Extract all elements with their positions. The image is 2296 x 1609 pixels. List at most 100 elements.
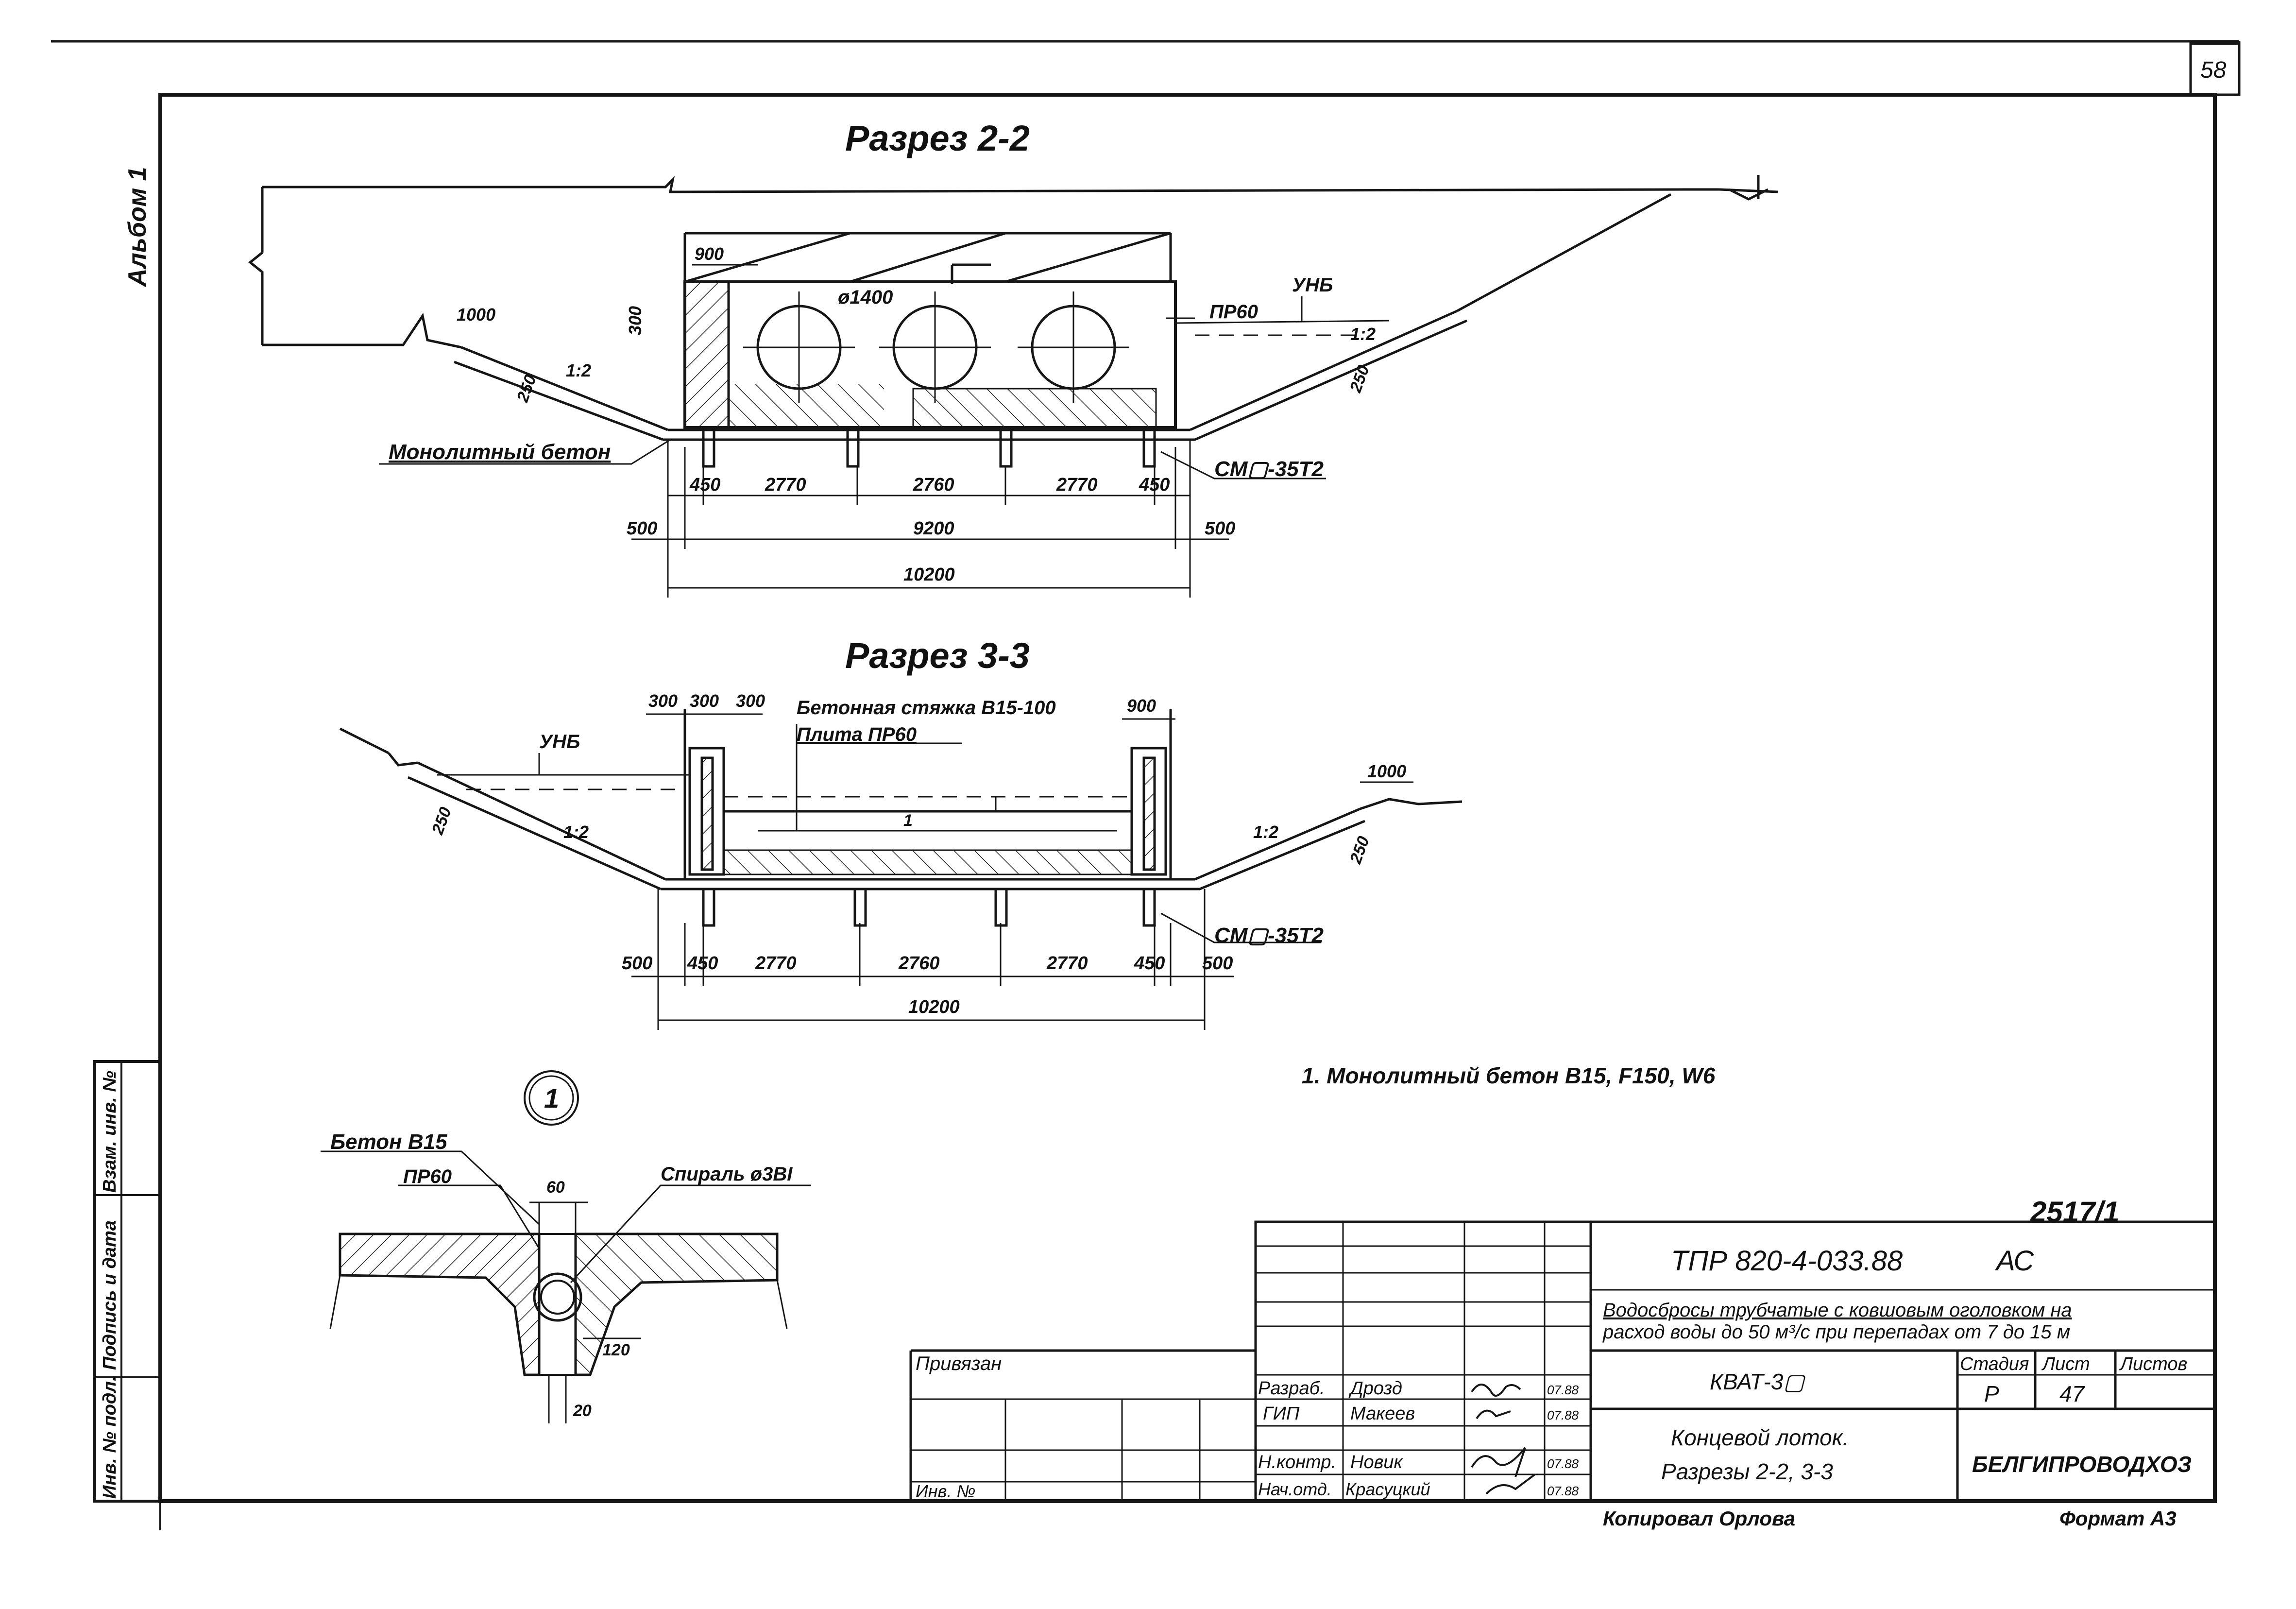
dim-2-2-c: 2760 xyxy=(913,475,954,495)
album-label: Альбом 1 xyxy=(123,167,152,288)
svg-text:250: 250 xyxy=(1346,834,1373,866)
svg-text:1:2: 1:2 xyxy=(566,360,591,380)
svg-text:250: 250 xyxy=(428,804,455,837)
svg-text:20: 20 xyxy=(573,1402,592,1420)
svg-text:500: 500 xyxy=(622,953,652,974)
svg-text:500: 500 xyxy=(1202,953,1233,974)
anchor-label-2-2: СМ▢-35Т2 xyxy=(1214,457,1324,481)
svg-text:ПР60: ПР60 xyxy=(403,1166,452,1187)
paper-format: Формат А3 xyxy=(2059,1507,2177,1530)
dim-2-2-d: 2770 xyxy=(1056,475,1098,495)
inventory-label: Инв. № xyxy=(916,1481,975,1501)
title-block-text: ТПР 820-4-033.88 АС Водосбросы трубчатые… xyxy=(916,1245,2192,1501)
svg-text:1:2: 1:2 xyxy=(563,822,589,842)
screed-label: Бетонная стяжка В15-100 xyxy=(797,697,1056,719)
svg-text:1:2: 1:2 xyxy=(1350,324,1376,344)
svg-text:Бетон В15: Бетон В15 xyxy=(330,1130,447,1154)
svg-text:1000: 1000 xyxy=(457,305,495,325)
dim-2-2-e: 450 xyxy=(1139,475,1170,495)
svg-text:300: 300 xyxy=(648,691,678,711)
svg-text:07.88: 07.88 xyxy=(1547,1383,1579,1397)
detail-1 xyxy=(321,1070,811,1423)
dim-2-2-b: 2770 xyxy=(765,475,806,495)
svg-text:ПР60: ПР60 xyxy=(1209,301,1258,323)
project-code: ТПР 820-4-033.88 xyxy=(1671,1245,1903,1277)
anchor-label-3-3: СМ▢-35Т2 xyxy=(1214,924,1324,947)
svg-text:УНБ: УНБ xyxy=(539,731,580,753)
page-number: 58 xyxy=(2200,57,2227,83)
svg-text:Красуцкий: Красуцкий xyxy=(1345,1479,1430,1499)
section-3-3-profile xyxy=(339,709,1463,1030)
svg-text:300: 300 xyxy=(625,306,645,335)
dim-3-3-total: 10200 xyxy=(908,997,960,1017)
section-2-2-profile xyxy=(248,175,1778,598)
description-line-2: расход воды до 50 м³/с при перепадах от … xyxy=(1602,1321,2070,1343)
description-line-1: Водосбросы трубчатые с ковшовым оголовко… xyxy=(1603,1300,2072,1321)
svg-text:2770: 2770 xyxy=(755,953,797,974)
stamp-field-1: Взам. инв. № xyxy=(100,1071,120,1193)
svg-text:ø1400: ø1400 xyxy=(838,287,893,308)
dim-2-2-g: 9200 xyxy=(913,518,954,539)
svg-text:07.88: 07.88 xyxy=(1547,1456,1579,1471)
svg-text:2760: 2760 xyxy=(898,953,940,974)
svg-text:Макеев: Макеев xyxy=(1350,1404,1415,1424)
copied-by: Копировал Орлова xyxy=(1603,1507,1795,1530)
section-3-3-labels: 300 300 300 Бетонная стяжка В15-100 Плит… xyxy=(428,691,1406,1017)
sheet-header: Лист xyxy=(2041,1354,2090,1374)
svg-text:Спираль ø3ВI: Спираль ø3ВI xyxy=(661,1164,793,1185)
svg-text:1: 1 xyxy=(903,811,913,830)
stage-header: Стадия xyxy=(1960,1354,2029,1374)
concrete-note: 1. Монолитный бетон В15, F150, W6 xyxy=(1302,1063,1716,1088)
svg-text:УНБ: УНБ xyxy=(1292,274,1333,296)
signatures xyxy=(1471,1384,1536,1495)
section-3-3-title: Разрез 3-3 xyxy=(845,635,1030,676)
svg-text:07.88: 07.88 xyxy=(1547,1408,1579,1422)
dim-2-2-a: 450 xyxy=(689,475,720,495)
tied-label: Привязан xyxy=(916,1353,1002,1374)
svg-text:120: 120 xyxy=(602,1341,630,1359)
svg-text:Новик: Новик xyxy=(1350,1452,1404,1472)
svg-text:Нач.отд.: Нач.отд. xyxy=(1258,1479,1332,1499)
section-2-2-labels: 900 300 ø1400 ПР60 УНБ 1000 1:2 1:2 250 … xyxy=(389,244,1376,585)
svg-text:450: 450 xyxy=(1134,953,1165,974)
section-2-2-title: Разрез 2-2 xyxy=(845,118,1030,158)
svg-text:Дрозд: Дрозд xyxy=(1348,1378,1402,1399)
svg-text:07.88: 07.88 xyxy=(1547,1484,1579,1498)
object-code: КВАТ-3▢ xyxy=(1710,1369,1806,1394)
sheet-title-2: Разрезы 2-2, 3-3 xyxy=(1661,1459,1833,1484)
svg-text:900: 900 xyxy=(695,244,724,264)
svg-text:250: 250 xyxy=(1346,362,1373,395)
title-block-grid xyxy=(909,1220,2216,1503)
dim-2-2-f: 500 xyxy=(627,518,657,539)
svg-text:Разраб.: Разраб. xyxy=(1258,1378,1325,1399)
svg-text:250: 250 xyxy=(513,372,540,405)
sheets-header: Листов xyxy=(2119,1354,2187,1374)
plate-label: Плита ПР60 xyxy=(797,724,917,745)
svg-text:Н.контр.: Н.контр. xyxy=(1258,1452,1336,1472)
svg-text:60: 60 xyxy=(546,1178,565,1197)
drawing-id: 2517/1 xyxy=(2030,1196,2120,1228)
dim-2-2-h: 500 xyxy=(1205,518,1235,539)
sheet-frame xyxy=(51,40,2241,1530)
stage-value: Р xyxy=(1984,1381,1999,1406)
detail-1-labels: 1 Бетон В15 ПР60 Спираль ø3ВI 60 120 20 xyxy=(330,1083,793,1420)
left-stamp xyxy=(93,1060,162,1503)
sheet-title-1: Концевой лоток. xyxy=(1671,1425,1849,1450)
svg-text:300: 300 xyxy=(736,691,765,711)
dim-2-2-total: 10200 xyxy=(903,565,955,585)
svg-text:1:2: 1:2 xyxy=(1253,822,1278,842)
monolith-concrete-label: Монолитный бетон xyxy=(389,440,611,464)
svg-text:1000: 1000 xyxy=(1367,761,1406,781)
svg-text:900: 900 xyxy=(1127,696,1156,716)
section-code: АС xyxy=(1995,1245,2034,1277)
sheet-value: 47 xyxy=(2059,1381,2085,1406)
svg-text:ГИП: ГИП xyxy=(1263,1404,1300,1424)
stamp-field-2: Подпись и дата xyxy=(100,1220,120,1370)
stamp-field-3: Инв. № подл. xyxy=(100,1376,120,1499)
svg-text:450: 450 xyxy=(687,953,718,974)
organization: БЕЛГИПРОВОДХОЗ xyxy=(1972,1452,2192,1477)
detail-marker: 1 xyxy=(544,1083,559,1113)
svg-text:300: 300 xyxy=(690,691,719,711)
svg-text:2770: 2770 xyxy=(1046,953,1088,974)
